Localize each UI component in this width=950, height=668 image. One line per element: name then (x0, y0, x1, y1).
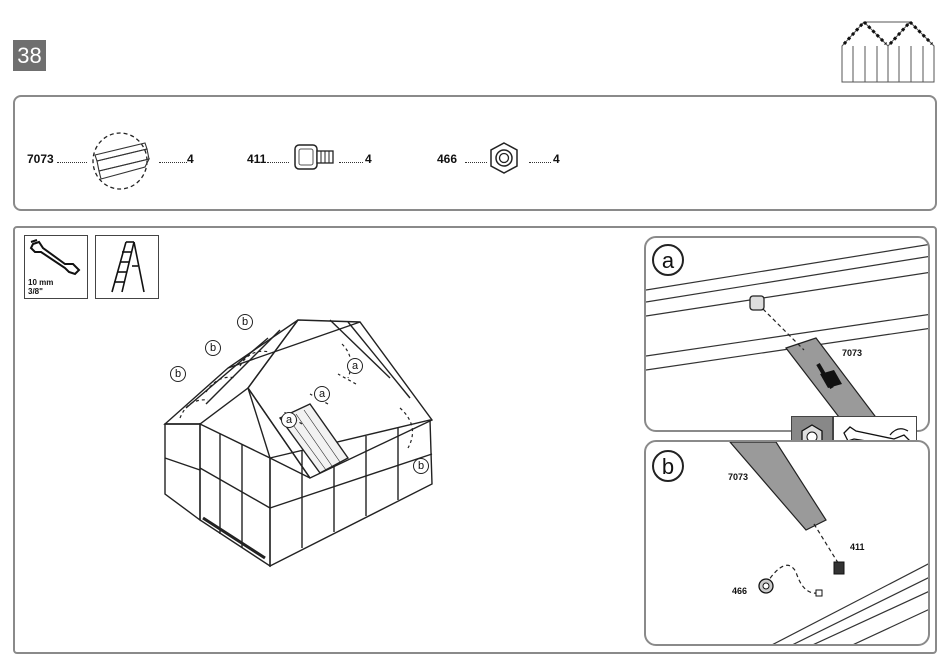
detail-b-illustration (646, 442, 930, 646)
leader-dots (159, 162, 187, 163)
detail-b-panel: b 7073 411 466 (644, 440, 930, 646)
callout-a-1: a (281, 412, 297, 428)
callout-a-2: a (314, 386, 330, 402)
callout-a-3: a (347, 358, 363, 374)
part-item-466: 466 4 (437, 97, 577, 213)
square-bolt-icon (291, 139, 341, 175)
wrench-tool-box: 10 mm 3/8" (24, 235, 88, 299)
part-code: 466 (437, 152, 457, 166)
part-code: 411 (247, 152, 266, 166)
hex-nut-icon (487, 141, 521, 175)
part-code: 7073 (27, 152, 54, 166)
part-item-7073: 7073 4 (27, 97, 197, 213)
detail-a-part-label: 7073 (842, 348, 862, 358)
step-number-badge: 38 (13, 40, 46, 71)
wrench-size-mm: 10 mm (28, 278, 53, 287)
detail-a-letter: a (652, 244, 684, 276)
profile-strip-icon (85, 129, 155, 193)
part-item-411: 411 4 (247, 97, 387, 213)
leader-dots (529, 162, 551, 163)
wrench-size-in: 3/8" (28, 287, 43, 296)
leader-dots (339, 162, 363, 163)
part-qty: 4 (365, 152, 372, 166)
callout-b-1: b (170, 366, 186, 382)
callout-b-2: b (205, 340, 221, 356)
wrench-icon (25, 238, 87, 278)
callout-b-4: b (413, 458, 429, 474)
parts-list-panel: 7073 4 411 4 466 (13, 95, 937, 211)
leader-dots (465, 162, 487, 163)
part-qty: 4 (553, 152, 560, 166)
callout-b-3: b (237, 314, 253, 330)
detail-a-illustration (646, 238, 930, 432)
leader-dots (57, 162, 87, 163)
ladder-icon (96, 236, 156, 296)
assembly-panel: 10 mm 3/8" (13, 226, 937, 654)
detail-b-letter: b (652, 450, 684, 482)
detail-b-part-label-7073: 7073 (728, 472, 748, 482)
detail-a-panel: a 7073 (644, 236, 930, 432)
leader-dots (267, 162, 289, 163)
greenhouse-thumbnail-icon (836, 6, 940, 88)
detail-b-part-label-411: 411 (850, 542, 865, 552)
detail-b-part-label-466: 466 (732, 586, 747, 596)
ladder-tool-box (95, 235, 159, 299)
part-qty: 4 (187, 152, 194, 166)
